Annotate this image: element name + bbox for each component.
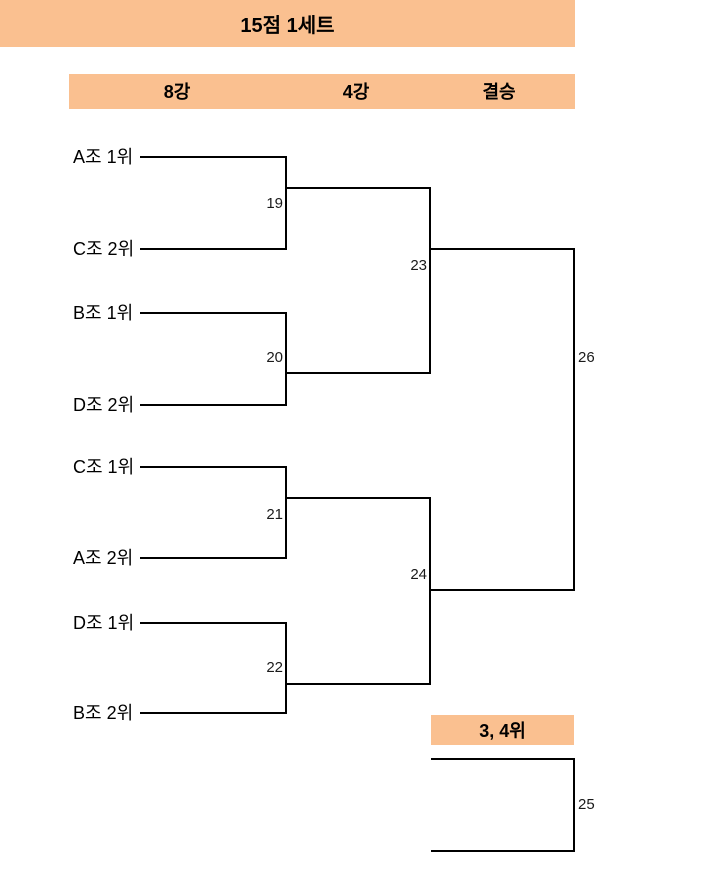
match-number-third-place: 25: [578, 796, 595, 813]
bracket-line: [140, 404, 287, 406]
seed-label-a1: A조 1위: [73, 147, 134, 167]
title-bar: 15점 1세트: [0, 0, 575, 47]
match-number-sf1: 23: [410, 257, 427, 274]
third-place-header-bar: 3, 4위: [431, 715, 574, 745]
match-number-sf2: 24: [410, 566, 427, 583]
bracket-line: [285, 497, 431, 499]
bracket-line: [285, 372, 431, 374]
qf4-bracket-vertical: [285, 622, 287, 714]
seed-label-a2: A조 2위: [73, 548, 134, 568]
seed-label-d1: D조 1위: [73, 613, 135, 633]
seed-label-d2: D조 2위: [73, 395, 135, 415]
match-number-qf2: 20: [266, 349, 283, 366]
third-place-header: 3, 4위: [479, 721, 526, 741]
bracket-line: [140, 712, 287, 714]
round-header-semifinals: 4강: [342, 82, 370, 102]
third-place-bracket-vertical: [573, 758, 575, 852]
qf2-bracket-vertical: [285, 312, 287, 406]
bracket-line: [140, 466, 287, 468]
bracket-line: [140, 156, 287, 158]
qf3-bracket-vertical: [285, 466, 287, 559]
seed-label-c2: C조 2위: [73, 239, 135, 259]
sf2-bracket-vertical: [429, 497, 431, 685]
bracket-line: [429, 248, 575, 250]
bracket-line: [431, 758, 575, 760]
bracket-line: [429, 589, 575, 591]
seed-label-b2: B조 2위: [73, 703, 134, 723]
round-header-quarterfinals: 8강: [163, 82, 191, 102]
bracket-line: [285, 187, 431, 189]
match-number-qf3: 21: [266, 506, 283, 523]
final-bracket-vertical: [573, 248, 575, 591]
match-number-final: 26: [578, 349, 595, 366]
round-header-bar: [69, 74, 575, 109]
bracket-line: [140, 557, 287, 559]
page-title: 15점 1세트: [240, 15, 335, 37]
bracket-line: [140, 248, 287, 250]
bracket-line: [285, 683, 431, 685]
bracket-line: [140, 622, 287, 624]
match-number-qf1: 19: [266, 195, 283, 212]
bracket-line: [140, 312, 287, 314]
seed-label-b1: B조 1위: [73, 303, 134, 323]
match-number-qf4: 22: [266, 659, 283, 676]
round-header-final: 결승: [482, 82, 516, 102]
bracket-line: [431, 850, 575, 852]
sf1-bracket-vertical: [429, 187, 431, 374]
seed-label-c1: C조 1위: [73, 457, 135, 477]
qf1-bracket-vertical: [285, 156, 287, 250]
